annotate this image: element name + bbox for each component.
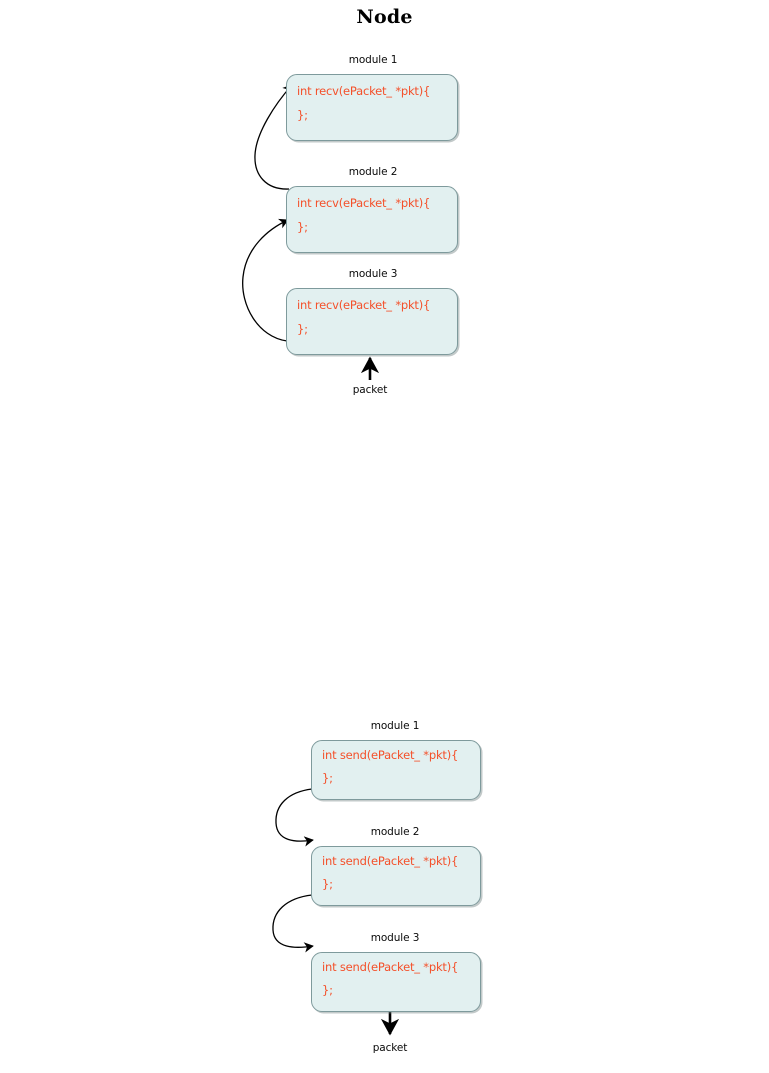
module-box-recv-2[interactable]: int recv(ePacket_ *pkt){ }; bbox=[286, 186, 458, 253]
code-line-send-2-close: }; bbox=[322, 877, 333, 891]
arrow-send-m1-to-m2 bbox=[275, 788, 314, 847]
module-box-recv-3[interactable]: int recv(ePacket_ *pkt){ }; bbox=[286, 288, 458, 355]
module-label-send-1: module 1 bbox=[370, 720, 420, 732]
code-line-send-3-signature: int send(ePacket_ *pkt){ bbox=[322, 960, 459, 974]
arrow-recv-m3-to-m2 bbox=[242, 218, 289, 342]
code-line-send-3-close: }; bbox=[322, 983, 333, 997]
code-line-send-2-signature: int send(ePacket_ *pkt){ bbox=[322, 854, 459, 868]
page-title: Node bbox=[356, 6, 413, 28]
module-label-send-3: module 3 bbox=[370, 932, 420, 944]
packet-label-out: packet bbox=[372, 1042, 408, 1054]
module-box-send-1[interactable]: int send(ePacket_ *pkt){ }; bbox=[311, 740, 481, 800]
packet-label-in: packet bbox=[352, 384, 388, 396]
module-box-send-2[interactable]: int send(ePacket_ *pkt){ }; bbox=[311, 846, 481, 906]
code-line-send-1-signature: int send(ePacket_ *pkt){ bbox=[322, 748, 459, 762]
arrow-send-m2-to-m3 bbox=[272, 894, 314, 953]
module-label-recv-3: module 3 bbox=[348, 268, 398, 280]
module-label-recv-2: module 2 bbox=[348, 166, 398, 178]
code-line-recv-2-signature: int recv(ePacket_ *pkt){ bbox=[297, 196, 431, 210]
code-line-recv-1-close: }; bbox=[297, 108, 308, 122]
module-label-send-2: module 2 bbox=[370, 826, 420, 838]
code-line-recv-2-close: }; bbox=[297, 220, 308, 234]
code-line-recv-1-signature: int recv(ePacket_ *pkt){ bbox=[297, 84, 431, 98]
code-line-send-1-close: }; bbox=[322, 771, 333, 785]
code-line-recv-3-signature: int recv(ePacket_ *pkt){ bbox=[297, 298, 431, 312]
module-label-recv-1: module 1 bbox=[348, 54, 398, 66]
module-box-recv-1[interactable]: int recv(ePacket_ *pkt){ }; bbox=[286, 74, 458, 141]
code-line-recv-3-close: }; bbox=[297, 322, 308, 336]
module-box-send-3[interactable]: int send(ePacket_ *pkt){ }; bbox=[311, 952, 481, 1012]
